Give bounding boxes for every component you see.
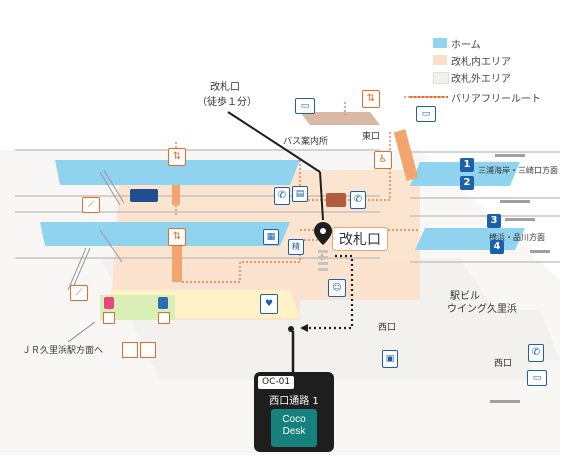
locker-icon: ▤: [292, 186, 308, 202]
legend-swatch-inside: [433, 55, 447, 65]
west-exit-center-label: 西口: [378, 323, 397, 333]
multipurpose-toilet-icon: [122, 342, 138, 358]
gate-callout-line-2: [319, 171, 324, 221]
legend-swatch-platform: [433, 38, 447, 48]
location-card[interactable]: OC-01 西口通路 1 Coco Desk: [254, 372, 334, 452]
train-markers: [490, 154, 550, 403]
toilet-icon: [158, 297, 168, 309]
toilet-icon: [104, 297, 114, 309]
escalator-icon: ⟋: [70, 285, 88, 301]
ic-card-icon: ▣: [382, 350, 398, 368]
east-escalator: [393, 129, 419, 181]
logo-line-2: Desk: [282, 426, 306, 437]
bus-info-label: バス案内所: [283, 137, 329, 147]
east-exit-label: 東口: [362, 132, 381, 142]
location-pin-icon: [314, 222, 332, 245]
jr-direction-label: ＪＲ久里浜駅方面へ: [22, 346, 104, 356]
legend-swatch-outside: [433, 72, 449, 84]
legend-inside-gate: 改札内エリア: [451, 57, 511, 68]
jr-direction-arrow: [67, 321, 96, 343]
legend-barrier-free-line: [410, 96, 448, 98]
elevator-icon: ⇅: [168, 228, 186, 246]
logo-line-1: Coco: [282, 414, 306, 425]
elevator-shaft-lower: [172, 246, 182, 282]
building-label: 駅ビル: [450, 291, 480, 302]
wheelchair-icon: ♿: [374, 151, 392, 169]
baby-room-icon: ♥: [260, 294, 278, 314]
platform-number-2: 2: [460, 176, 474, 190]
bus-icon: ▭: [527, 370, 547, 386]
bus-icon: ▭: [295, 98, 315, 114]
telephone-icon: ✆: [350, 191, 366, 209]
escalator-icon: ⟋: [82, 197, 100, 213]
shop-sign-icon: [130, 189, 158, 202]
telephone-icon: ✆: [528, 344, 544, 362]
station-shop-icon: [326, 193, 346, 207]
station-staff-icon: 精: [288, 239, 304, 255]
platform-upper-left: [55, 160, 300, 185]
legend-outside-gate: 改札外エリア: [451, 74, 511, 85]
direction-misaki: 三浦海岸・三崎口方面: [478, 166, 558, 175]
bus-info-building: [300, 112, 380, 125]
elevator-icon: ⇅: [362, 90, 380, 108]
accessible-toilet-icon: [103, 312, 115, 324]
platform-number-4: 4: [490, 240, 504, 254]
west-exit-right-label: 西口: [494, 359, 513, 369]
multipurpose-toilet-icon: [140, 342, 156, 358]
gate-main-label: 改札口: [332, 227, 388, 251]
building-name-label: ウイング久里浜: [447, 304, 517, 315]
ticket-gates: [318, 250, 328, 271]
platform-number-3: 3: [487, 214, 501, 228]
platform-upper-right: [410, 162, 520, 186]
card-title: 西口通路 1: [269, 396, 319, 407]
info-icon: ☺: [328, 279, 346, 297]
platform-number-1: 1: [460, 158, 474, 172]
gate-callout-title: 改札口: [210, 82, 240, 93]
legend-barrier-free: バリアフリールート: [451, 94, 541, 105]
bus-icon: ▭: [416, 106, 436, 122]
gate-callout-walk: （徒歩１分）: [197, 97, 257, 108]
platform-lower-left: [40, 222, 290, 246]
stairs: [67, 169, 125, 291]
ticket-machine-icon: ▦: [263, 229, 279, 245]
direction-yokohama: 横浜・品川方面: [489, 233, 545, 242]
gate-callout-line: [227, 111, 321, 173]
accessible-toilet-icon: [158, 312, 170, 324]
elevator-shaft-upper: [172, 185, 180, 205]
legend-platform: ホーム: [451, 40, 481, 51]
route-arrow: [300, 324, 308, 332]
route-start-dot: [288, 326, 294, 332]
telephone-icon: ✆: [274, 187, 290, 205]
elevator-icon: ⇅: [168, 148, 186, 166]
coco-desk-logo: Coco Desk: [271, 409, 317, 447]
card-code: OC-01: [258, 376, 295, 389]
